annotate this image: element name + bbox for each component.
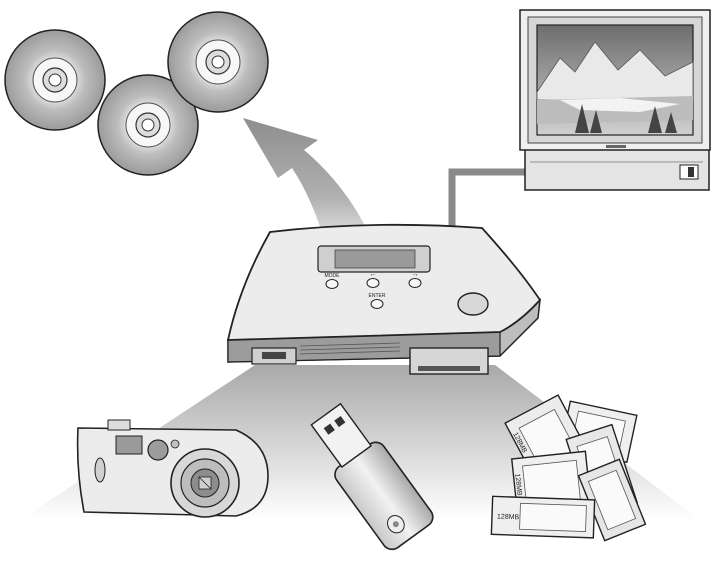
left-button-label: ← bbox=[370, 271, 377, 278]
enter-button-label: ENTER bbox=[369, 293, 386, 299]
memory-card-icon: 128MB 128MB 128MB bbox=[490, 394, 647, 542]
usb-drive-icon bbox=[310, 402, 434, 551]
memory-card-label: 128MB bbox=[513, 473, 522, 496]
card-slot bbox=[409, 347, 489, 375]
media-hub: MODE ← → ENTER bbox=[226, 223, 542, 375]
enter-button[interactable]: ENTER bbox=[369, 293, 386, 309]
memory-card-label: 128MB bbox=[497, 514, 520, 522]
mode-button-label: MODE bbox=[325, 273, 341, 279]
right-button[interactable]: → bbox=[408, 271, 422, 288]
power-button[interactable] bbox=[457, 292, 489, 316]
right-button-label: → bbox=[412, 271, 419, 278]
disc-icon bbox=[4, 29, 106, 131]
disc-icon bbox=[97, 74, 199, 176]
left-button[interactable]: ← bbox=[366, 271, 380, 288]
usb-port bbox=[251, 347, 297, 365]
mode-button[interactable]: MODE bbox=[325, 273, 341, 289]
disc-icon bbox=[167, 11, 269, 113]
tv-icon bbox=[519, 9, 711, 191]
video-cable bbox=[448, 168, 530, 232]
camera-icon bbox=[76, 419, 269, 518]
